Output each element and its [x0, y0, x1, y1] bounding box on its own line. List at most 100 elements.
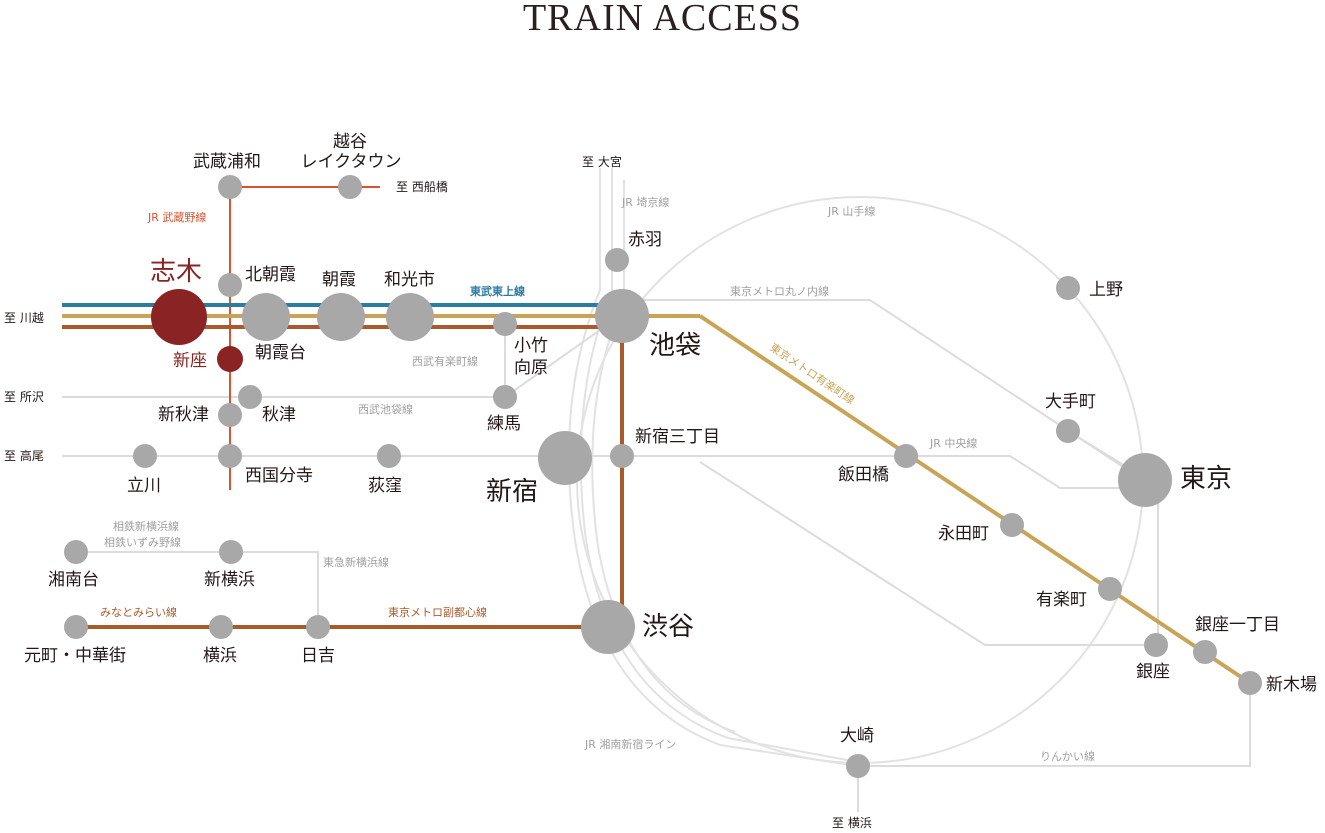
station-shinjuku-3 — [610, 444, 634, 468]
label-yokohama: 横浜 — [203, 646, 237, 666]
label-line-tokyu: 東急新横浜線 — [323, 556, 389, 569]
label-niiza: 新座 — [173, 351, 207, 371]
station-ikebukuro — [595, 289, 649, 343]
label-otemachi: 大手町 — [1045, 392, 1096, 412]
label-motomachi: 元町・中華街 — [24, 646, 126, 666]
label-to-tokorozawa: 至 所沢 — [4, 390, 44, 404]
station-osaki — [846, 754, 870, 778]
label-akitsu: 秋津 — [262, 405, 296, 425]
station-hiyoshi — [306, 615, 330, 639]
label-shinjuku: 新宿 — [486, 477, 539, 507]
rinkai-line — [858, 683, 1251, 767]
label-line-musashino: JR 武蔵野線 — [148, 211, 207, 224]
label-ogikubo: 荻窪 — [368, 476, 402, 496]
label-shonandai: 湘南台 — [48, 570, 99, 590]
station-akitsu — [238, 385, 262, 409]
label-nishi-kokubunji: 西国分寺 — [245, 466, 313, 486]
label-wakoshi: 和光市 — [384, 270, 435, 290]
label-line-chuo: JR 中央線 — [930, 437, 978, 450]
station-ginza-1 — [1193, 640, 1217, 664]
label-kita-asaka: 北朝霞 — [245, 265, 296, 285]
label-asaka: 朝霞 — [322, 270, 356, 290]
station-shonandai — [64, 540, 88, 564]
label-line-sotetsu-1: 相鉄新横浜線 — [113, 520, 179, 533]
station-shiki — [151, 289, 207, 345]
station-koshigaya-laketown — [338, 175, 362, 199]
label-koshigaya-1: 越谷 — [333, 132, 367, 152]
station-shin-kiba — [1238, 671, 1262, 695]
label-line-sotetsu-2: 相鉄いずみ野線 — [104, 536, 181, 549]
label-to-kawagoe: 至 川越 — [4, 311, 44, 325]
station-ogikubo — [377, 444, 401, 468]
station-asaka — [317, 293, 365, 341]
page-title: TRAIN ACCESS — [522, 0, 803, 39]
label-shin-kiba: 新木場 — [1266, 675, 1317, 695]
label-yurakucho: 有楽町 — [1036, 590, 1087, 610]
label-line-fukutoshin: 東京メトロ副都心線 — [388, 606, 487, 619]
label-kotake-1: 小竹 — [514, 336, 548, 356]
label-nagatacho: 永田町 — [938, 524, 989, 544]
label-nerima: 練馬 — [487, 414, 521, 434]
label-line-shonan-shinjuku: JR 湘南新宿ライン — [585, 738, 677, 751]
label-line-saikyo: JR 埼京線 — [622, 196, 670, 209]
label-ginza: 銀座 — [1136, 662, 1170, 682]
label-to-yokohama: 至 横浜 — [832, 816, 872, 830]
other-grey-lines — [62, 299, 1251, 812]
label-line-seibu-yurakucho: 西武有楽町線 — [412, 355, 478, 368]
station-ueno — [1056, 276, 1080, 300]
station-shibuya — [581, 600, 635, 654]
label-akabane: 赤羽 — [628, 230, 662, 250]
label-ueno: 上野 — [1089, 280, 1123, 300]
label-shinjuku-3: 新宿三丁目 — [635, 427, 720, 447]
label-to-omiya: 至 大宮 — [582, 155, 622, 169]
label-ikebukuro: 池袋 — [649, 331, 702, 361]
label-line-seibu-ikebukuro: 西武池袋線 — [358, 403, 413, 416]
label-asakadai: 朝霞台 — [255, 343, 306, 363]
station-otemachi — [1056, 419, 1080, 443]
station-wakoshi — [386, 293, 434, 341]
chuo-line-east — [622, 455, 1145, 489]
station-yokohama — [209, 615, 233, 639]
station-nishi-kokubunji — [218, 444, 242, 468]
label-iidabashi: 飯田橋 — [838, 465, 889, 485]
label-shin-yokohama: 新横浜 — [204, 570, 255, 590]
station-iidabashi — [894, 444, 918, 468]
label-kotake-2: 向原 — [514, 358, 548, 378]
station-shin-yokohama — [219, 540, 243, 564]
label-koshigaya-2: レイクタウン — [300, 152, 402, 172]
label-musashi-urawa: 武蔵浦和 — [193, 152, 261, 172]
label-shiki: 志木 — [150, 257, 203, 287]
station-ginza — [1144, 633, 1168, 657]
label-to-nishi-funabashi: 至 西船橋 — [396, 180, 448, 194]
sotetsu-line — [76, 551, 319, 627]
label-line-tobu-tojo: 東武東上線 — [470, 285, 525, 298]
station-kita-asaka — [218, 273, 242, 297]
station-tokyo — [1118, 453, 1172, 507]
label-tokyo: 東京 — [1180, 464, 1233, 494]
label-line-marunouchi: 東京メトロ丸ノ内線 — [730, 285, 829, 298]
station-akabane — [605, 248, 629, 272]
label-osaki: 大崎 — [840, 726, 874, 746]
station-shinjuku — [538, 431, 592, 485]
saikyo-shonan-shinjuku-line — [567, 168, 859, 767]
station-tachikawa — [133, 444, 157, 468]
station-kotake-mukaihara — [493, 312, 517, 336]
label-hiyoshi: 日吉 — [301, 646, 335, 666]
station-nagatacho — [1000, 513, 1024, 537]
station-niiza — [217, 346, 243, 372]
label-to-takao: 至 高尾 — [4, 449, 44, 463]
label-line-minatomirai: みなとみらい線 — [100, 606, 177, 619]
label-ginza-1: 銀座一丁目 — [1195, 615, 1280, 635]
station-nerima — [493, 385, 517, 409]
label-shin-akitsu: 新秋津 — [158, 405, 209, 425]
musashino-line — [229, 186, 380, 490]
station-shin-akitsu — [218, 403, 242, 427]
label-line-rinkai: りんかい線 — [1040, 750, 1095, 763]
label-line-yamanote: JR 山手線 — [828, 205, 876, 218]
marunouchi-line — [622, 299, 1141, 479]
label-tachikawa: 立川 — [127, 476, 161, 496]
station-musashi-urawa — [218, 175, 242, 199]
station-yurakucho — [1098, 577, 1122, 601]
station-motomachi — [64, 615, 88, 639]
